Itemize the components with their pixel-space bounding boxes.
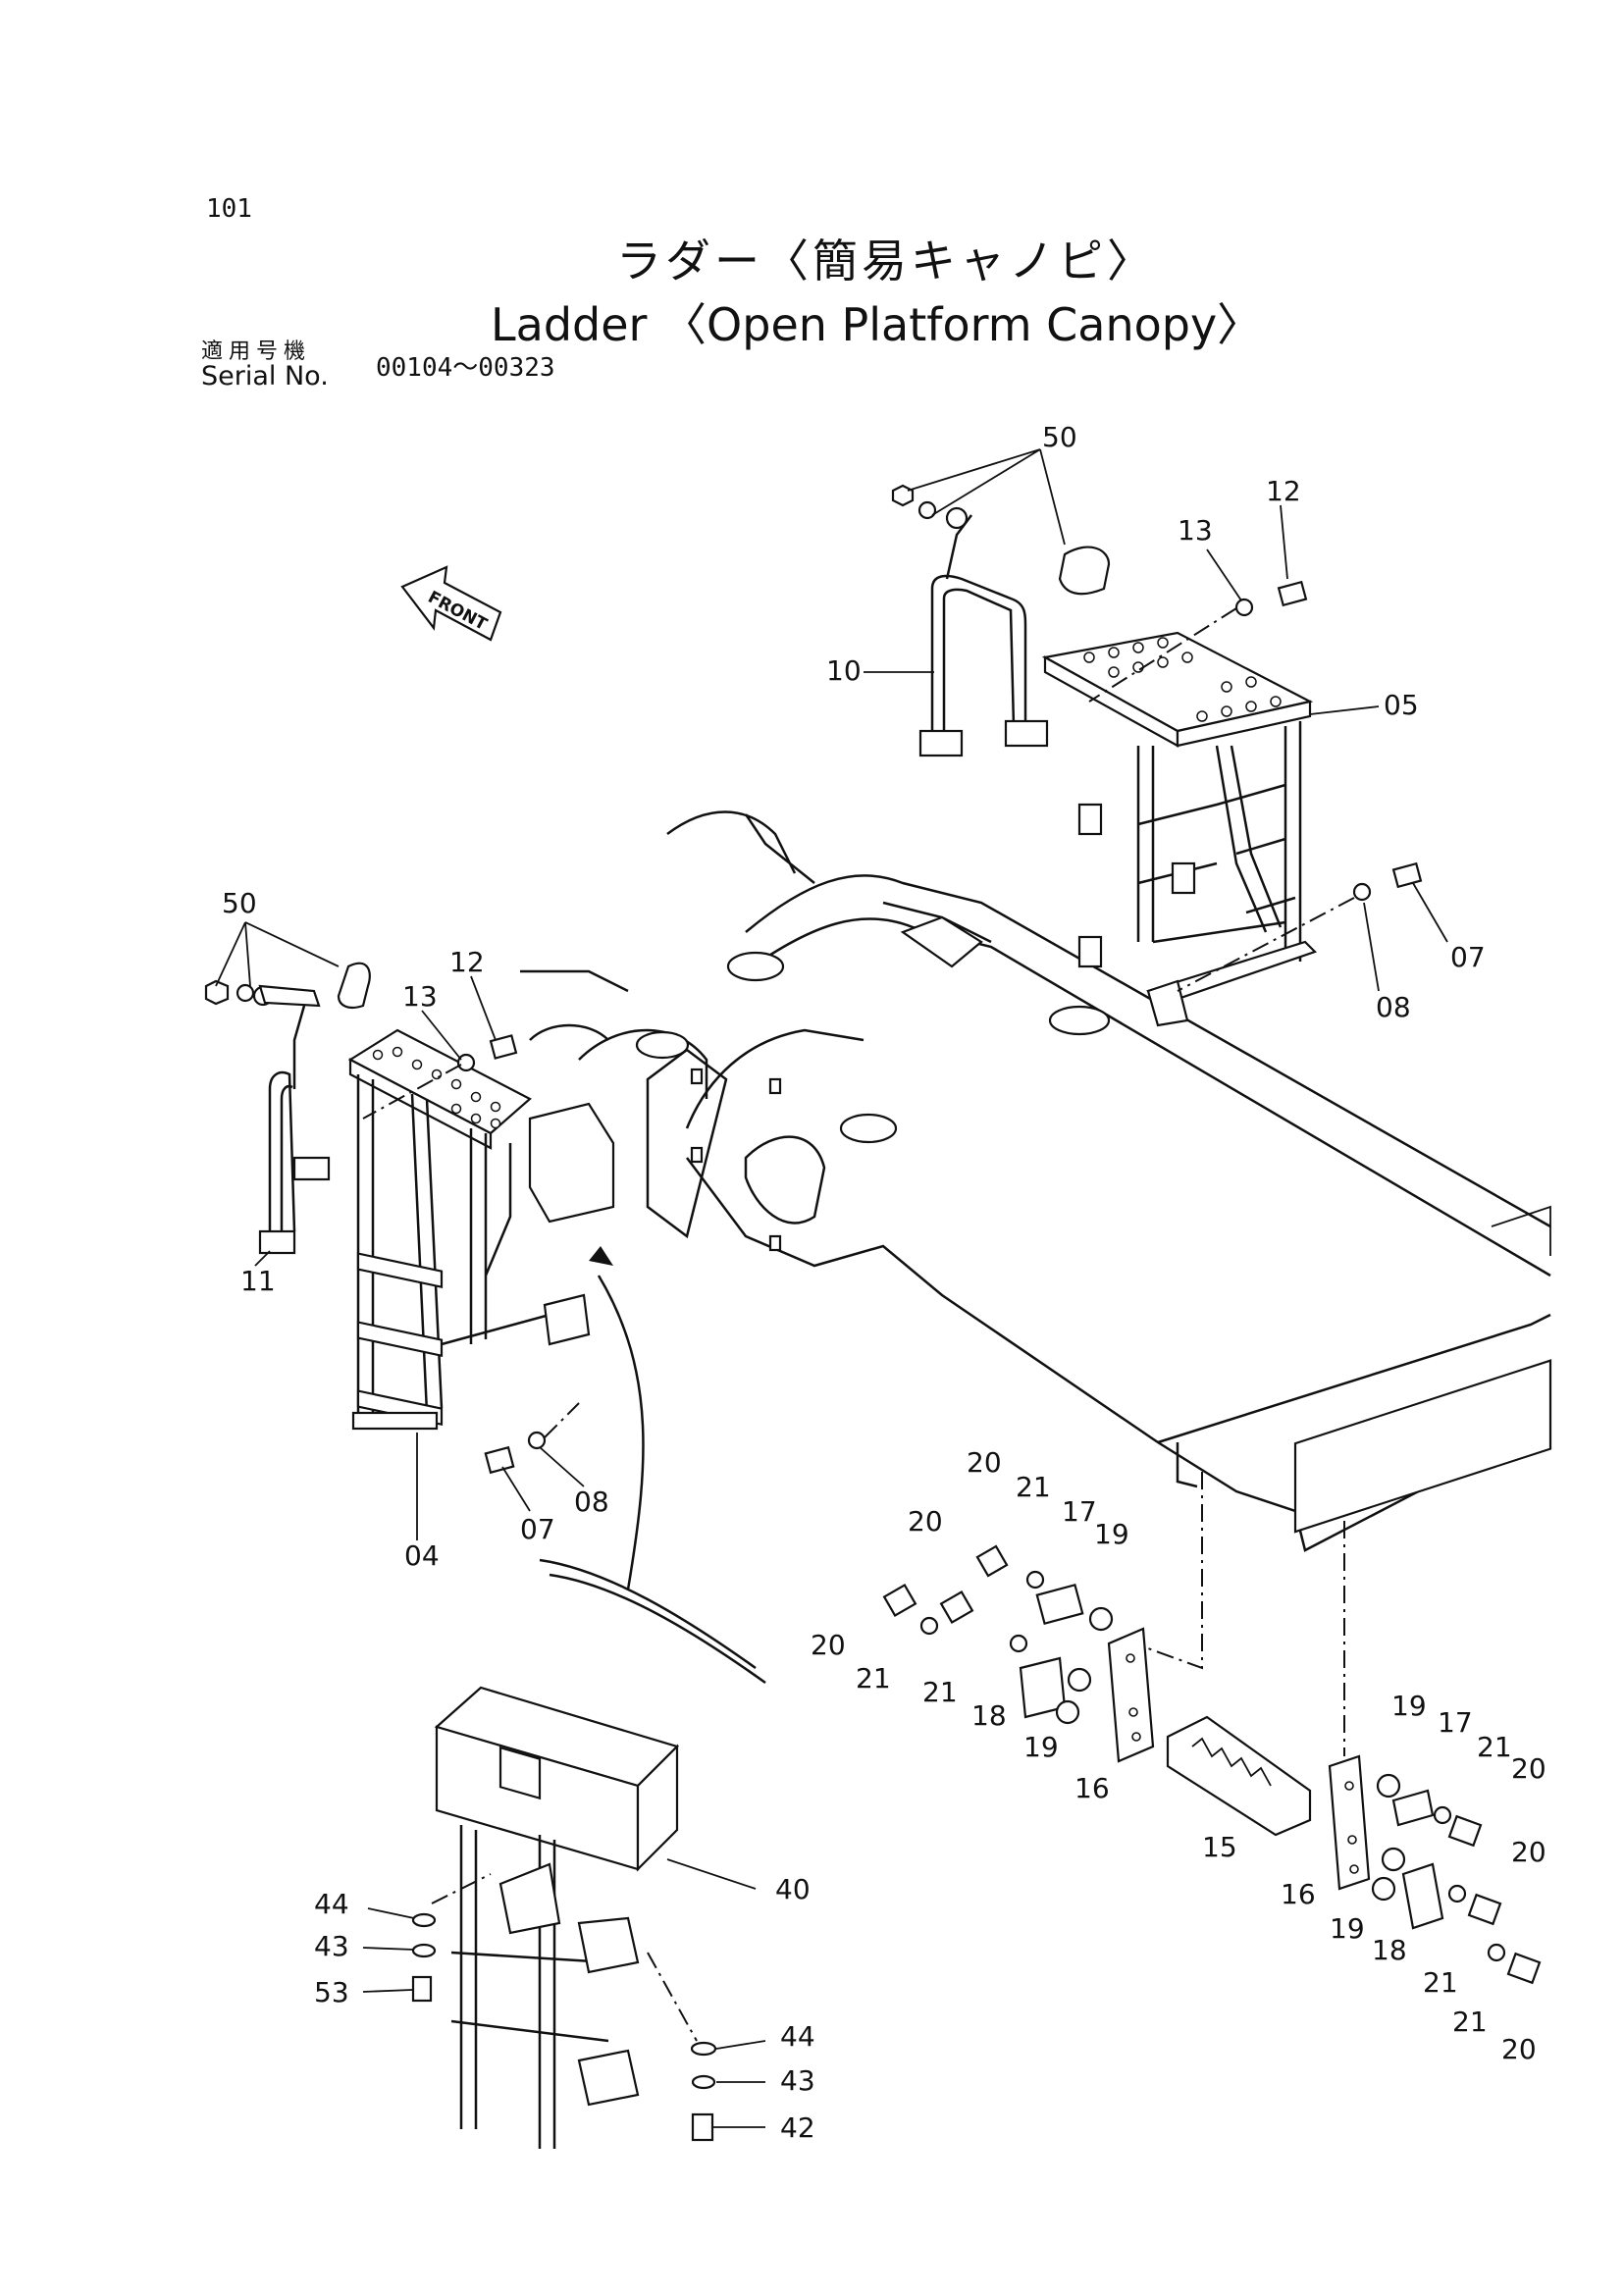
left-ladder-assembly [347, 1028, 615, 1431]
label-50: 50 [222, 887, 257, 919]
right-handrail [891, 484, 1111, 757]
label-50: 50 [1042, 421, 1077, 453]
label-07: 07 [1450, 941, 1486, 973]
part-number-labels: 50 12 13 10 05 07 08 50 12 13 11 08 07 0… [222, 421, 1546, 2144]
label-21: 21 [922, 1676, 958, 1708]
label-10: 10 [826, 654, 862, 687]
label-16: 16 [1074, 1772, 1110, 1804]
step-hardware [882, 1472, 1542, 1985]
left-handrail [204, 962, 371, 1255]
label-19: 19 [1094, 1518, 1129, 1550]
label-18: 18 [1372, 1934, 1407, 1966]
label-13: 13 [1178, 514, 1213, 547]
leader-lines [215, 448, 1448, 1890]
label-12: 12 [1266, 475, 1301, 507]
label-21: 21 [1452, 2006, 1488, 2038]
label-19: 19 [1023, 1731, 1059, 1763]
label-21: 21 [1423, 1966, 1458, 1999]
label-20: 20 [1501, 2033, 1537, 2065]
label-43: 43 [780, 2064, 815, 2097]
serial-label-english: Serial No. [201, 361, 329, 391]
label-17: 17 [1438, 1706, 1473, 1739]
page-number: 101 [206, 194, 252, 224]
title-english: Ladder 〈Open Platform Canopy〉 [491, 298, 1263, 351]
label-21: 21 [856, 1662, 891, 1694]
label-08: 08 [574, 1486, 609, 1518]
label-43: 43 [314, 1930, 349, 1962]
label-05: 05 [1384, 689, 1419, 721]
left-fasteners [362, 1034, 580, 1475]
label-17: 17 [1062, 1495, 1097, 1528]
label-20: 20 [1511, 1836, 1546, 1868]
label-20: 20 [967, 1446, 1002, 1479]
label-44: 44 [780, 2020, 815, 2053]
title-japanese: ラダー〈簡易キャノピ〉 [616, 235, 1156, 287]
revolving-frame [520, 810, 1552, 1552]
label-07: 07 [520, 1513, 555, 1545]
label-16: 16 [1281, 1878, 1316, 1910]
label-18: 18 [971, 1699, 1007, 1732]
serial-label-japanese: 適用号機 [201, 339, 312, 364]
label-44: 44 [314, 1888, 349, 1920]
serial-range: 00104～00323 [376, 353, 555, 383]
label-19: 19 [1330, 1912, 1365, 1945]
storage-box [431, 1246, 766, 2149]
label-12: 12 [449, 946, 485, 978]
label-08: 08 [1376, 991, 1411, 1023]
label-20: 20 [908, 1505, 943, 1538]
label-13: 13 [402, 980, 438, 1013]
label-20: 20 [1511, 1752, 1546, 1785]
box-fasteners-left [362, 1907, 766, 2142]
label-04: 04 [404, 1539, 440, 1572]
label-11: 11 [240, 1265, 276, 1297]
right-fasteners [1088, 580, 1423, 992]
label-15: 15 [1202, 1831, 1237, 1863]
label-21: 21 [1477, 1731, 1512, 1763]
label-42: 42 [780, 2112, 815, 2144]
label-21: 21 [1016, 1471, 1051, 1503]
front-arrow-icon: FRONT [400, 565, 502, 642]
label-40: 40 [775, 1873, 811, 1905]
label-19: 19 [1391, 1690, 1427, 1722]
right-ladder-assembly [1041, 631, 1318, 1027]
label-53: 53 [314, 1976, 349, 2008]
label-20: 20 [811, 1629, 846, 1661]
